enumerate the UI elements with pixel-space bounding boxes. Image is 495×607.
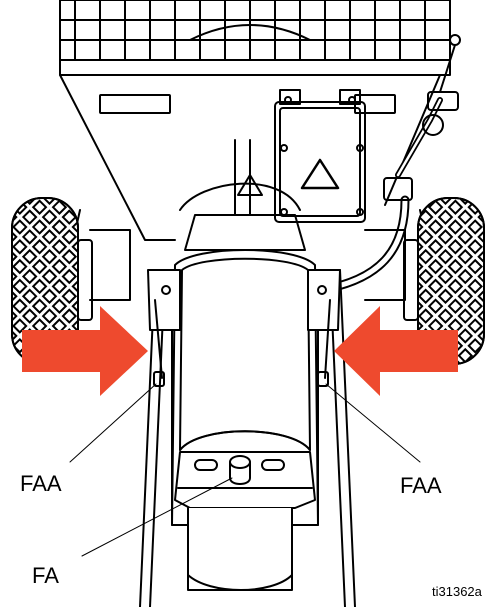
- hopper-grid: [59, 0, 451, 76]
- callout-faa-left: FAA: [20, 471, 62, 496]
- electrical-box: [274, 89, 366, 223]
- wheel-left: [11, 197, 93, 365]
- lower-extension: [187, 507, 293, 591]
- figure-id: ti31362a: [432, 584, 482, 599]
- clamp-right: [307, 269, 341, 387]
- arrow-left-icon: [334, 306, 458, 396]
- leader-lines: [69, 383, 421, 557]
- warning-triangle-icon: [300, 158, 340, 190]
- base-plate: [174, 451, 316, 509]
- callout-fa: FA: [32, 563, 59, 588]
- callout-faa-right: FAA: [400, 473, 442, 498]
- arrow-right-icon: [22, 306, 148, 396]
- central-bracket: [179, 139, 306, 251]
- clamp-left: [147, 269, 181, 387]
